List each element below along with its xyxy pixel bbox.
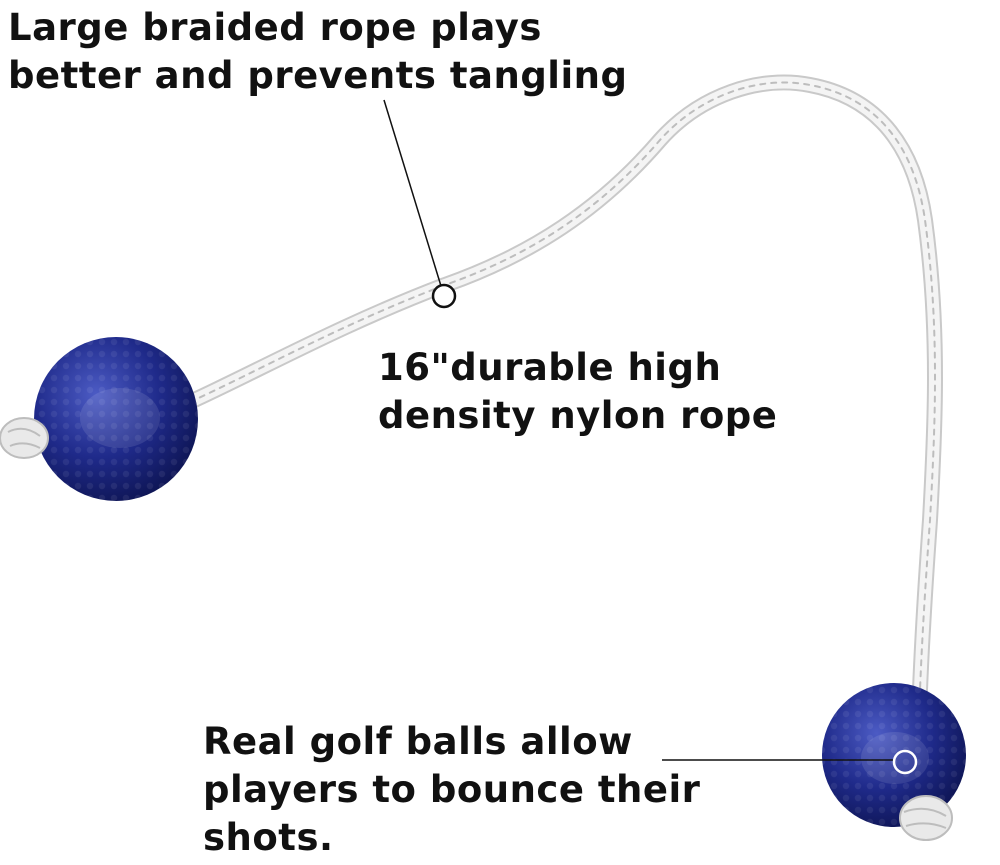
leader-line-rope (383, 99, 457, 309)
callout-line: shots. (203, 816, 334, 859)
callout-line: players to bounce their (203, 768, 701, 811)
leader-line-ball (662, 749, 918, 775)
callout-line: density nylon rope (378, 394, 778, 437)
callout-line: 16"durable high (378, 346, 722, 389)
callout-line: Real golf balls allow (203, 720, 633, 763)
callout-golf-balls: Real golf balls allow players to bounce … (203, 718, 700, 862)
callout-line: Large braided rope plays (8, 6, 542, 49)
golf-ball-left (34, 337, 198, 501)
callout-rope-length: 16"durable high density nylon rope (378, 344, 777, 440)
callout-rope-braid: Large braided rope plays better and prev… (8, 4, 628, 100)
callout-line: better and prevents tangling (8, 54, 628, 97)
rope-knot-right (899, 795, 953, 841)
rope-knot-left (0, 417, 49, 459)
